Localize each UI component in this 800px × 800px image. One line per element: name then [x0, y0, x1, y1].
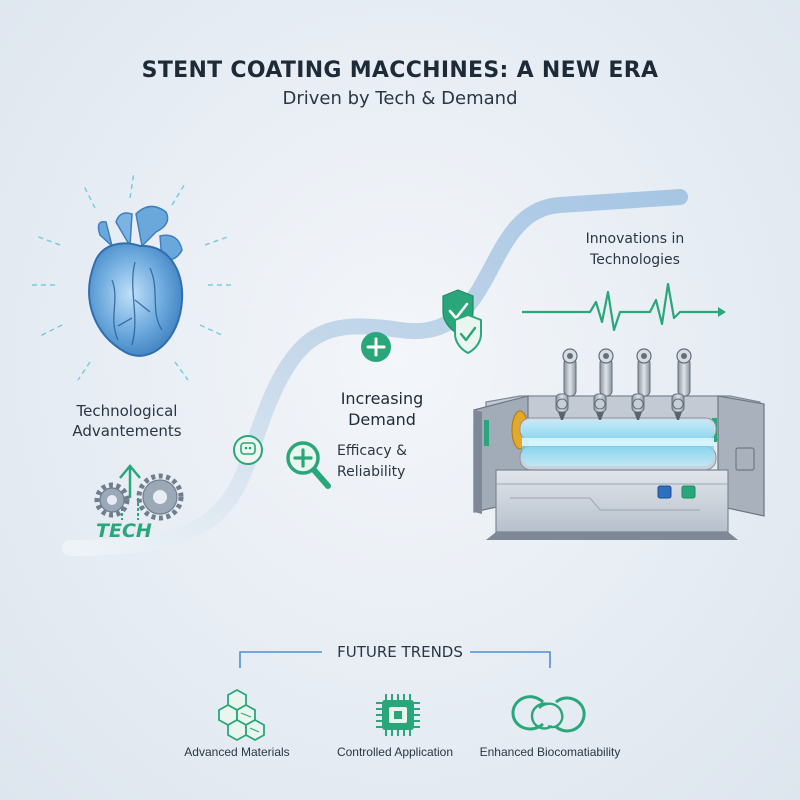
increasing-demand-label: Increasing Demand — [340, 389, 424, 429]
page-title: STENT COATING MACCHINES: A NEW ERA — [141, 58, 659, 83]
innovations-label: Innovations in Technologies — [585, 231, 685, 268]
stent-coating-machine — [473, 348, 765, 540]
microchip-icon — [376, 694, 420, 736]
trend-label-enhanced-biocompatibility: Enhanced Biocomatiability — [479, 745, 621, 759]
tech-gears-icon: TECH — [94, 464, 184, 542]
trend-label-controlled-application: Controlled Application — [336, 745, 454, 759]
efficacy-reliability-label: Efficacy & Reliability — [337, 443, 408, 480]
flow-ribbon — [62, 189, 688, 556]
heartbeat-pulse-icon — [522, 282, 726, 332]
future-trends-bracket — [239, 651, 551, 668]
chat-bubble-icon — [233, 435, 263, 465]
tech-badge-label: TECH — [96, 520, 152, 542]
magnifier-plus-icon — [286, 441, 331, 489]
shield-check-icon — [442, 289, 482, 355]
plus-circle-icon — [361, 332, 391, 362]
heart-icon — [30, 171, 234, 381]
technological-advancements-label: Technological Advantements — [72, 402, 182, 440]
hexagon-cluster-icon — [218, 688, 265, 742]
future-trends-heading: FUTURE TRENDS — [337, 643, 463, 661]
trend-label-advanced-materials: Advanced Materials — [184, 745, 290, 759]
interlinked-rings-icon — [511, 695, 586, 733]
page-subtitle: Driven by Tech & Demand — [282, 88, 518, 109]
